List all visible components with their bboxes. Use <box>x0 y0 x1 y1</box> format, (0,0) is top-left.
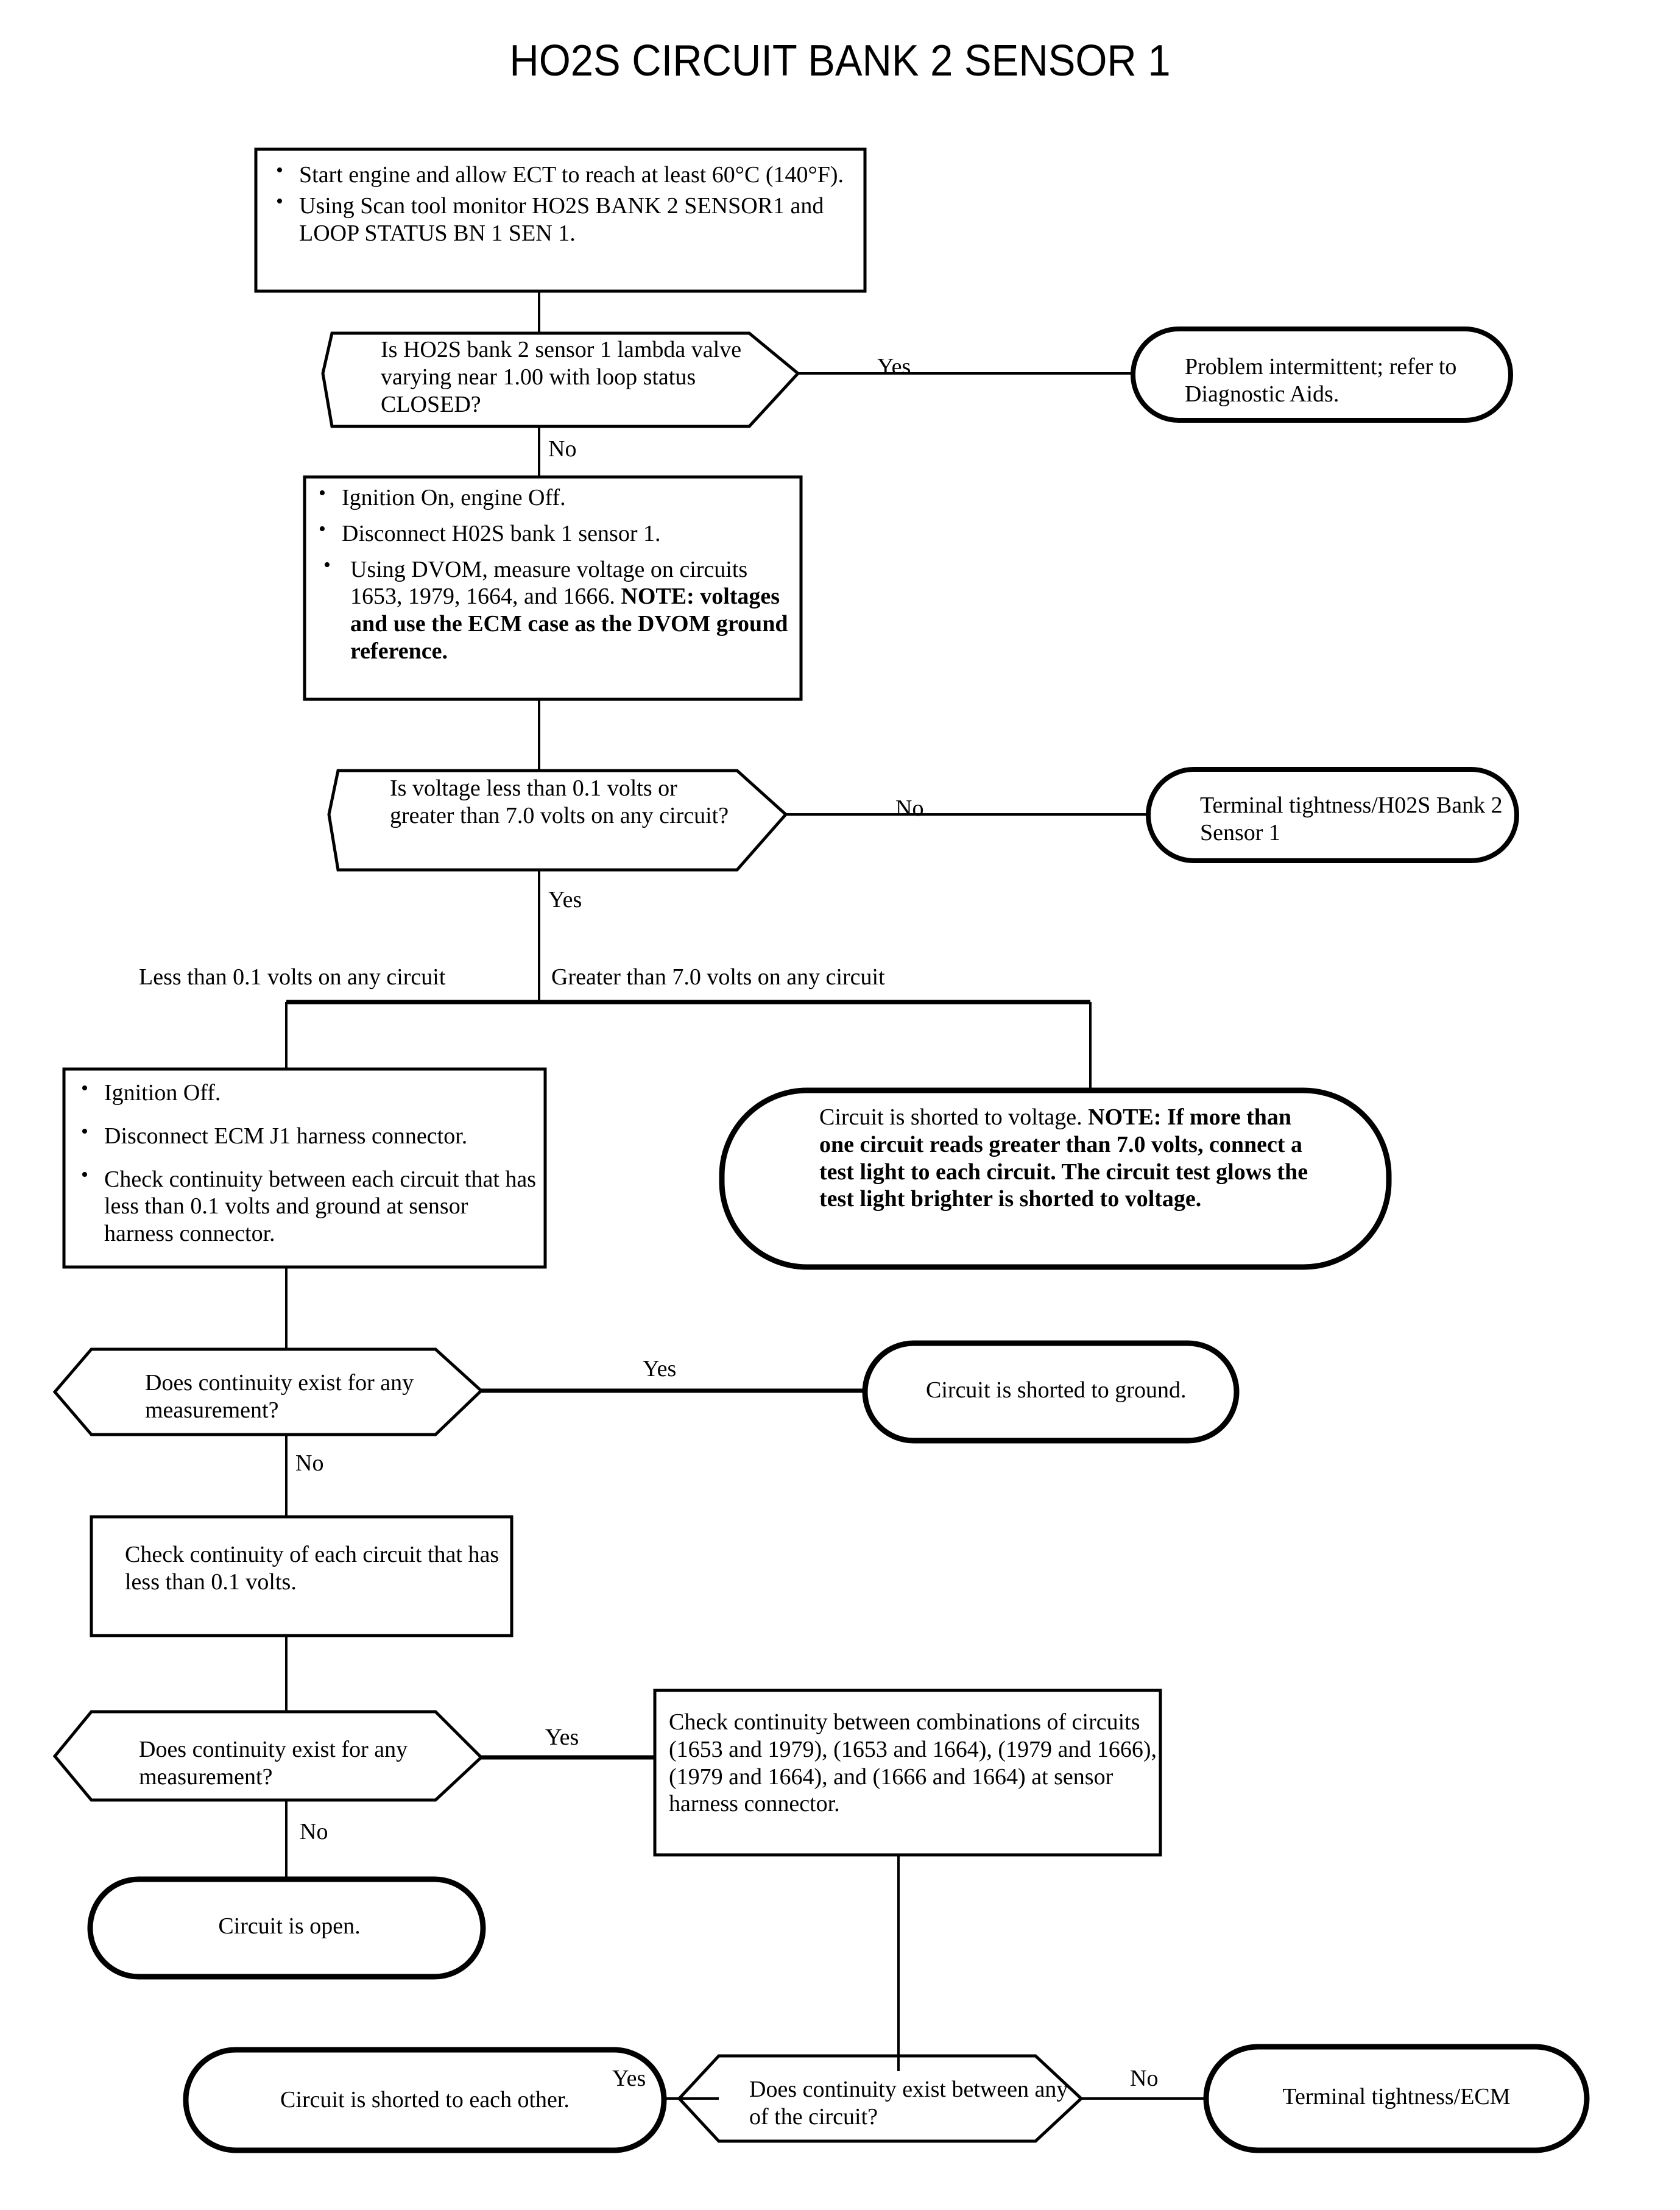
bullet-icon: • <box>323 553 331 576</box>
q3-text: Does continuity exist for any measuremen… <box>145 1370 414 1423</box>
edge-label-q5-yes: Yes <box>612 2066 646 2091</box>
terminal-h02s-text: Terminal tightness/H02S Bank 2 Sensor 1 <box>1200 793 1503 846</box>
node-shorted-voltage <box>719 1087 1392 1270</box>
check-cont-box-text: Check continuity of each circuit that ha… <box>125 1542 499 1595</box>
q1-text: Is HO2S bank 2 sensor 1 lambda valve var… <box>381 337 742 417</box>
start-box-text: • Start engine and allow ECT to reach at … <box>271 159 856 248</box>
edge-label-q4-yes: Yes <box>545 1725 579 1750</box>
node-intermittent <box>1131 327 1513 423</box>
edge-label-q3-no: No <box>295 1450 324 1476</box>
node-q4 <box>52 1710 484 1802</box>
node-shorted-ground <box>862 1340 1240 1444</box>
step2-box-text: • Ignition On, engine Off. • Disconnect H0… <box>314 482 795 666</box>
combinations-box-text: Check continuity between combinations of… <box>669 1709 1157 1817</box>
node-combinations-box <box>653 1689 1162 1857</box>
node-ignition-off-box <box>62 1067 547 1269</box>
step2-plain: Using DVOM, measure voltage on circuits … <box>350 556 748 610</box>
node-q1 <box>321 331 800 428</box>
shorted-voltage-lead: Circuit is shorted to voltage. <box>819 1104 1089 1130</box>
edge-label-q4-no: No <box>300 1819 328 1845</box>
shorted-voltage-note: NOTE: If more than one circuit reads gre… <box>819 1104 1308 1212</box>
step2-note: NOTE: voltages and use the ECM case as t… <box>350 584 788 665</box>
terminal-ecm-text: Terminal tightness/ECM <box>1282 2084 1511 2109</box>
node-terminal-ecm <box>1203 2044 1590 2153</box>
node-circuit-open <box>87 1876 486 1980</box>
q5-text: Does continuity exist between any of the… <box>749 2077 1068 2130</box>
bullet-icon: • <box>319 482 326 504</box>
bullet-icon: • <box>276 159 283 182</box>
node-q5 <box>677 2054 1084 2143</box>
circuit-open-text: Circuit is open. <box>218 1913 361 1939</box>
edge-label-q1-yes: Yes <box>877 354 911 380</box>
ignition-bullet-2: Disconnect ECM J1 harness connector. <box>104 1123 468 1149</box>
q4-text: Does continuity exist for any measuremen… <box>139 1737 408 1790</box>
bullet-icon: • <box>276 189 283 213</box>
bullet-icon: • <box>81 1120 88 1143</box>
ignition-off-box-text: • Ignition Off. • Disconnect ECM J1 harnes… <box>76 1077 539 1249</box>
edge-label-branch-greater: Greater than 7.0 volts on any circuit <box>551 964 885 990</box>
step2-bullet-1: Ignition On, engine Off. <box>342 485 566 510</box>
shorted-each-other-text: Circuit is shorted to each other. <box>280 2087 570 2113</box>
node-shorted-each-other <box>183 2047 667 2153</box>
node-step2-box <box>303 475 803 701</box>
shorted-voltage-text: Circuit is shorted to voltage. NOTE: If … <box>819 1104 1331 1213</box>
step2-bullet-2: Disconnect H02S bank 1 sensor 1. <box>342 520 661 546</box>
node-q2 <box>327 769 788 872</box>
node-start-box <box>254 147 867 293</box>
intermittent-text: Problem intermittent; refer to Diagnosti… <box>1185 354 1457 407</box>
ignition-bullet-3: Check continuity between each circuit th… <box>104 1166 537 1247</box>
edge-label-branch-less: Less than 0.1 volts on any circuit <box>139 964 446 990</box>
step2-bullet-3: Using DVOM, measure voltage on circuits … <box>350 557 788 664</box>
bullet-icon: • <box>81 1077 88 1100</box>
bullet-icon: • <box>319 517 326 540</box>
edge-label-q3-yes: Yes <box>643 1356 677 1382</box>
edge-label-q5-no: No <box>1130 2066 1159 2091</box>
ignition-bullet-1: Ignition Off. <box>104 1080 221 1106</box>
node-terminal-h02s <box>1146 767 1519 863</box>
q2-text: Is voltage less than 0.1 volts or greate… <box>390 775 729 828</box>
node-check-cont-box <box>90 1515 514 1637</box>
start-bullet-1: Start engine and allow ECT to reach at l… <box>299 162 844 188</box>
edge-label-q1-no: No <box>548 436 577 462</box>
page-title: HO2S CIRCUIT BANK 2 SENSOR 1 <box>509 37 1171 85</box>
start-bullet-2: Using Scan tool monitor HO2S BANK 2 SENS… <box>299 192 824 246</box>
node-q3 <box>52 1347 484 1436</box>
edge-label-q2-yes: Yes <box>548 887 582 913</box>
bullet-icon: • <box>81 1163 88 1186</box>
shorted-ground-text: Circuit is shorted to ground. <box>926 1377 1187 1403</box>
edge-label-q2-no: No <box>895 796 924 821</box>
